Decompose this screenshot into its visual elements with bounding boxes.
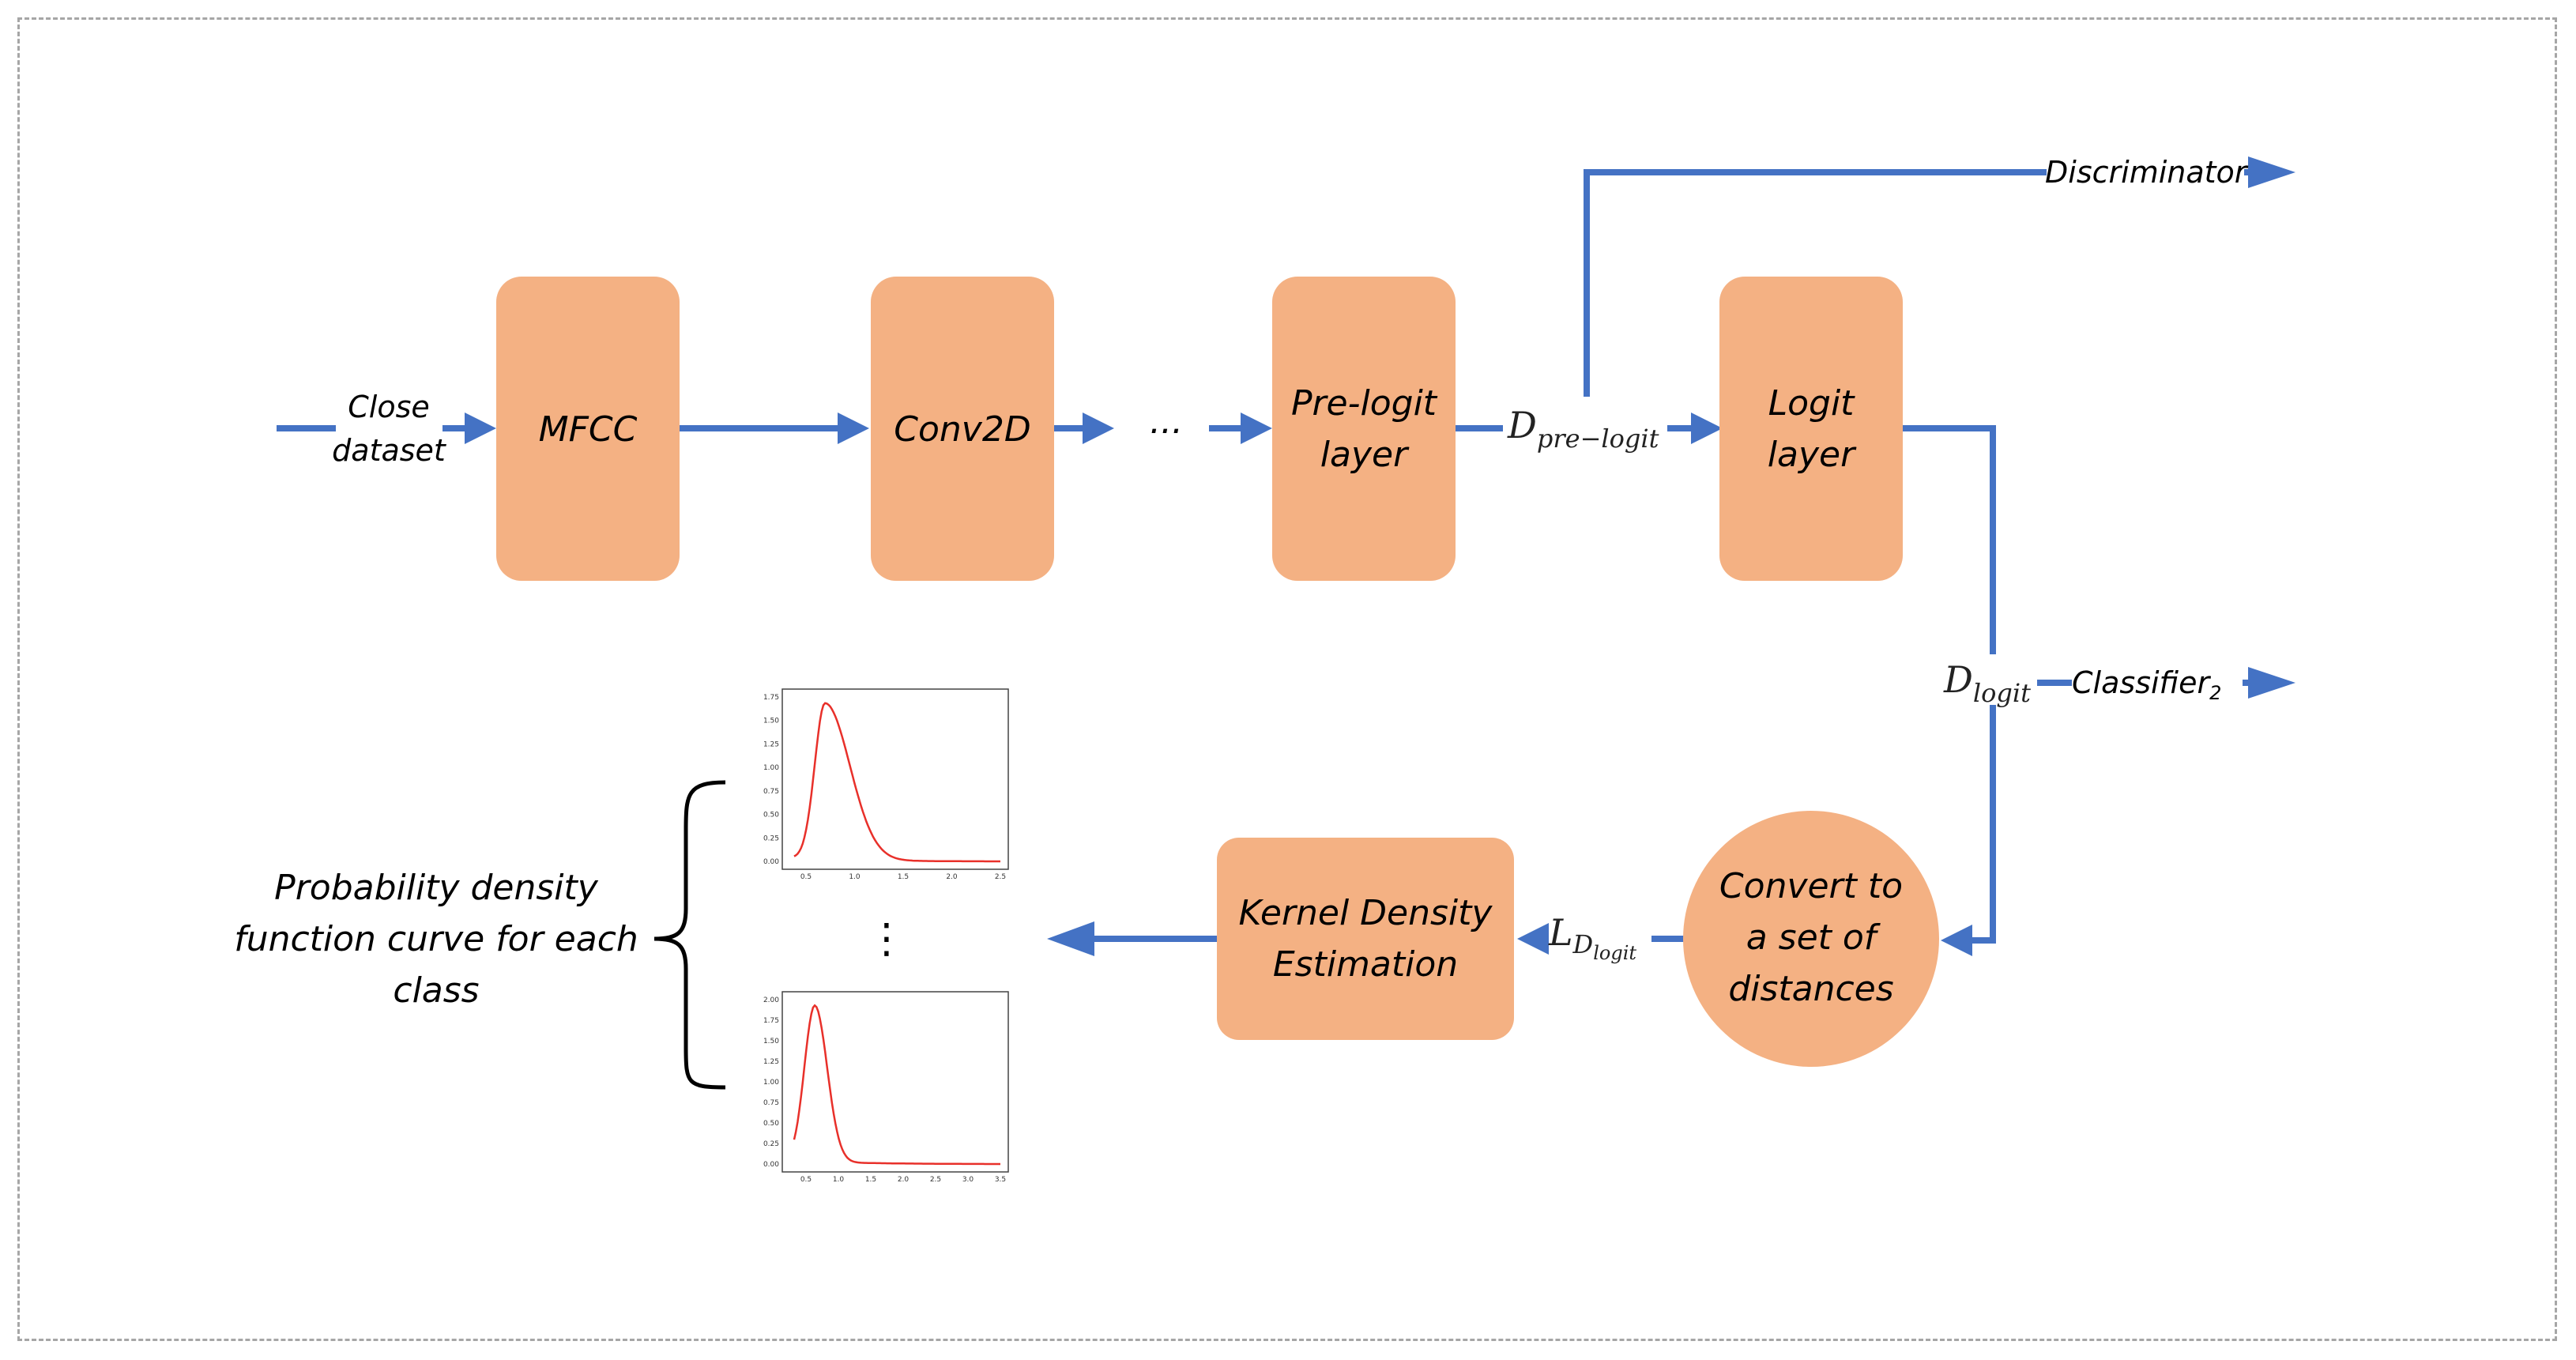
y-tick-label: 0.75 <box>763 1099 779 1107</box>
conv2d-label: Conv2D <box>894 409 1030 450</box>
pdf-thumbnail-2: 0.00 0.25 0.50 0.75 1.00 1.25 1.50 1.75 2.00 0.5 1… <box>763 991 1009 1184</box>
x-tick-label: 3.0 <box>962 1176 974 1184</box>
convert-label-line2: a set of <box>1746 917 1881 958</box>
logit-label-line2: layer <box>1768 435 1857 475</box>
input-label-line1: Close <box>348 390 430 424</box>
node-prelogit[interactable]: Pre-logit layer <box>1272 277 1456 581</box>
y-tick-label: 1.50 <box>763 718 779 725</box>
output-label-line2: function curve for each <box>234 919 638 959</box>
node-kde[interactable]: Kernel Density Estimation <box>1217 838 1514 1040</box>
kde-label-line1: Kernel Density <box>1239 893 1493 933</box>
edge-dlogit-convert <box>1969 705 1996 944</box>
x-tick-label: 2.0 <box>898 1176 910 1184</box>
mfcc-label: MFCC <box>539 409 638 450</box>
density-curve <box>793 1004 1000 1166</box>
y-tick-label: 0.00 <box>763 1161 779 1169</box>
x-tick-label: 1.0 <box>849 873 861 881</box>
arrowhead-ellipsis <box>1083 413 1114 444</box>
connectors <box>277 169 2248 944</box>
y-tick-label: 1.00 <box>763 764 779 772</box>
pdf-thumbnail-1: 0.00 0.25 0.50 0.75 1.00 1.25 1.50 1.75 0.5 1.0 1.… <box>763 688 1009 881</box>
d-logit-label: Dlogit <box>1943 658 2031 708</box>
arrowhead-mfcc <box>465 413 496 444</box>
y-tick-label: 0.75 <box>763 788 779 796</box>
l-dlogit-label: LDlogit <box>1548 911 1636 964</box>
x-tick-label: 0.5 <box>800 873 812 881</box>
logit-label-line1: Logit <box>1768 383 1856 424</box>
arrowhead-classifier <box>2248 667 2295 699</box>
y-tick-label: 2.00 <box>763 996 779 1004</box>
arrowheads <box>465 156 2295 956</box>
arrowhead-convert <box>1941 925 1972 956</box>
y-tick-label: 1.00 <box>763 1079 779 1087</box>
curly-brace <box>653 780 726 1090</box>
x-tick-label: 2.5 <box>930 1176 941 1184</box>
y-tick-label: 1.25 <box>763 1058 779 1066</box>
output-label-line3: class <box>393 970 479 1011</box>
y-tick-label: 0.50 <box>763 1120 779 1128</box>
arrowhead-prelogit <box>1241 413 1272 444</box>
diagram-frame <box>17 17 2557 1341</box>
ellipsis-horizontal: ... <box>1150 401 1183 442</box>
y-tick-label: 0.00 <box>763 858 779 866</box>
density-curve <box>793 702 1000 863</box>
y-tick-label: 0.25 <box>763 1140 779 1148</box>
node-conv2d[interactable]: Conv2D <box>871 277 1054 581</box>
edge-prelogit-discriminator <box>1584 169 2047 397</box>
x-tick-label: 1.5 <box>898 873 909 881</box>
x-tick-label: 0.5 <box>800 1176 812 1184</box>
x-tick-label: 2.0 <box>946 873 958 881</box>
y-tick-label: 0.50 <box>763 812 779 819</box>
node-convert[interactable]: Convert to a set of distances <box>1683 811 1939 1067</box>
arrowhead-conv2d <box>838 413 869 444</box>
y-tick-label: 1.75 <box>763 694 779 702</box>
y-tick-label: 0.25 <box>763 834 779 842</box>
x-tick-label: 3.5 <box>995 1176 1006 1184</box>
arrowhead-discriminator <box>2248 156 2295 188</box>
prelogit-label-line2: layer <box>1320 435 1410 475</box>
y-tick-label: 1.75 <box>763 1017 779 1025</box>
edge-logit-down <box>1900 425 1996 654</box>
x-tick-label: 2.5 <box>995 873 1006 881</box>
discriminator-label: Discriminator <box>2045 155 2249 190</box>
kde-label-line2: Estimation <box>1273 944 1458 985</box>
input-label-line2: dataset <box>332 433 447 468</box>
x-tick-label: 1.5 <box>865 1176 876 1184</box>
y-tick-label: 1.25 <box>763 740 779 748</box>
convert-label-line3: distances <box>1728 969 1893 1009</box>
x-tick-label: 1.0 <box>833 1176 845 1184</box>
arrowhead-kde <box>1517 923 1549 955</box>
prelogit-label-line1: Pre-logit <box>1291 383 1438 424</box>
d-prelogit-label: Dpre−logit <box>1507 404 1659 454</box>
arrowhead-logit <box>1691 413 1723 444</box>
output-label-line1: Probability density <box>274 868 599 908</box>
classifier-label: Classifier2 <box>2072 665 2221 704</box>
node-logit[interactable]: Logit layer <box>1719 277 1903 581</box>
convert-label-line1: Convert to <box>1719 866 1903 906</box>
vertical-ellipsis: ⋮ <box>866 915 907 963</box>
arrowhead-output <box>1047 921 1094 956</box>
y-tick-label: 1.50 <box>763 1038 779 1045</box>
node-mfcc[interactable]: MFCC <box>496 277 680 581</box>
